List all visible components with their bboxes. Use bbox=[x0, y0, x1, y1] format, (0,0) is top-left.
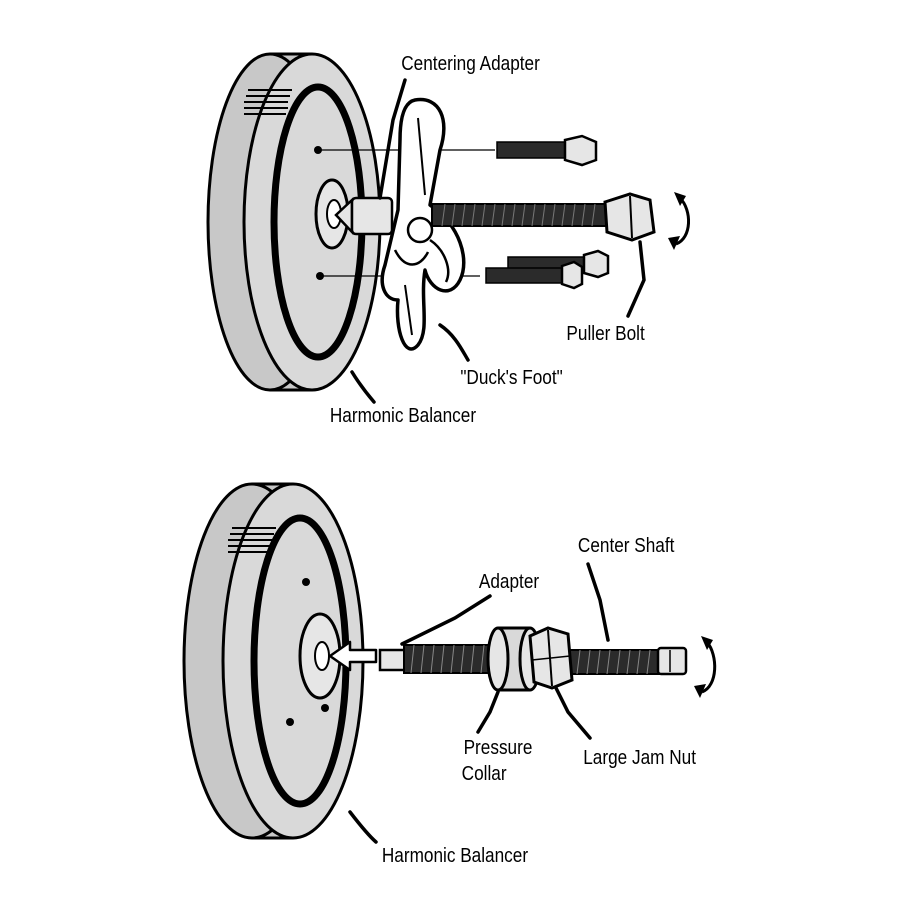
label-harmonic-balancer-2: Harmonic Balancer bbox=[382, 844, 528, 867]
leader-ducks-foot bbox=[438, 323, 470, 362]
ducks-foot-icon bbox=[380, 97, 466, 351]
balancer-wheel-icon bbox=[182, 482, 365, 840]
label-pressure-collar-line2: Collar bbox=[462, 762, 507, 785]
leader-puller-bolt bbox=[626, 240, 646, 318]
label-center-shaft: Center Shaft bbox=[578, 534, 675, 557]
leader-harmonic-balancer-1 bbox=[350, 370, 376, 404]
leader-large-jam-nut bbox=[554, 686, 592, 740]
centering-adapter-icon bbox=[334, 196, 394, 236]
label-harmonic-balancer-1: Harmonic Balancer bbox=[330, 404, 476, 427]
push-arrow-icon bbox=[328, 640, 378, 672]
leader-pressure-collar bbox=[476, 690, 500, 734]
figure-2: Center Shaft Adapter Pressure Collar Lar… bbox=[182, 482, 717, 867]
leader-centering-adapter bbox=[378, 78, 407, 200]
leader-adapter bbox=[400, 594, 492, 646]
leader-harmonic-balancer-2 bbox=[348, 810, 378, 844]
label-centering-adapter: Centering Adapter bbox=[401, 52, 540, 75]
short-bolt-icon bbox=[485, 134, 610, 290]
jam-nut-icon bbox=[528, 626, 574, 690]
figure-1: Centering Adapter Puller Bolt "Duck's Fo… bbox=[206, 52, 690, 427]
label-puller-bolt: Puller Bolt bbox=[566, 322, 645, 345]
label-pressure-collar-line1: Pressure bbox=[464, 736, 533, 759]
rotation-arrow-icon bbox=[694, 636, 717, 698]
puller-bolt-icon bbox=[431, 192, 656, 242]
rotation-arrow-icon bbox=[668, 192, 690, 250]
label-adapter: Adapter bbox=[479, 570, 539, 593]
label-ducks-foot: "Duck's Foot" bbox=[460, 366, 562, 389]
label-large-jam-nut: Large Jam Nut bbox=[583, 746, 696, 769]
threaded-shaft-icon bbox=[378, 644, 688, 676]
leader-center-shaft bbox=[586, 562, 610, 642]
